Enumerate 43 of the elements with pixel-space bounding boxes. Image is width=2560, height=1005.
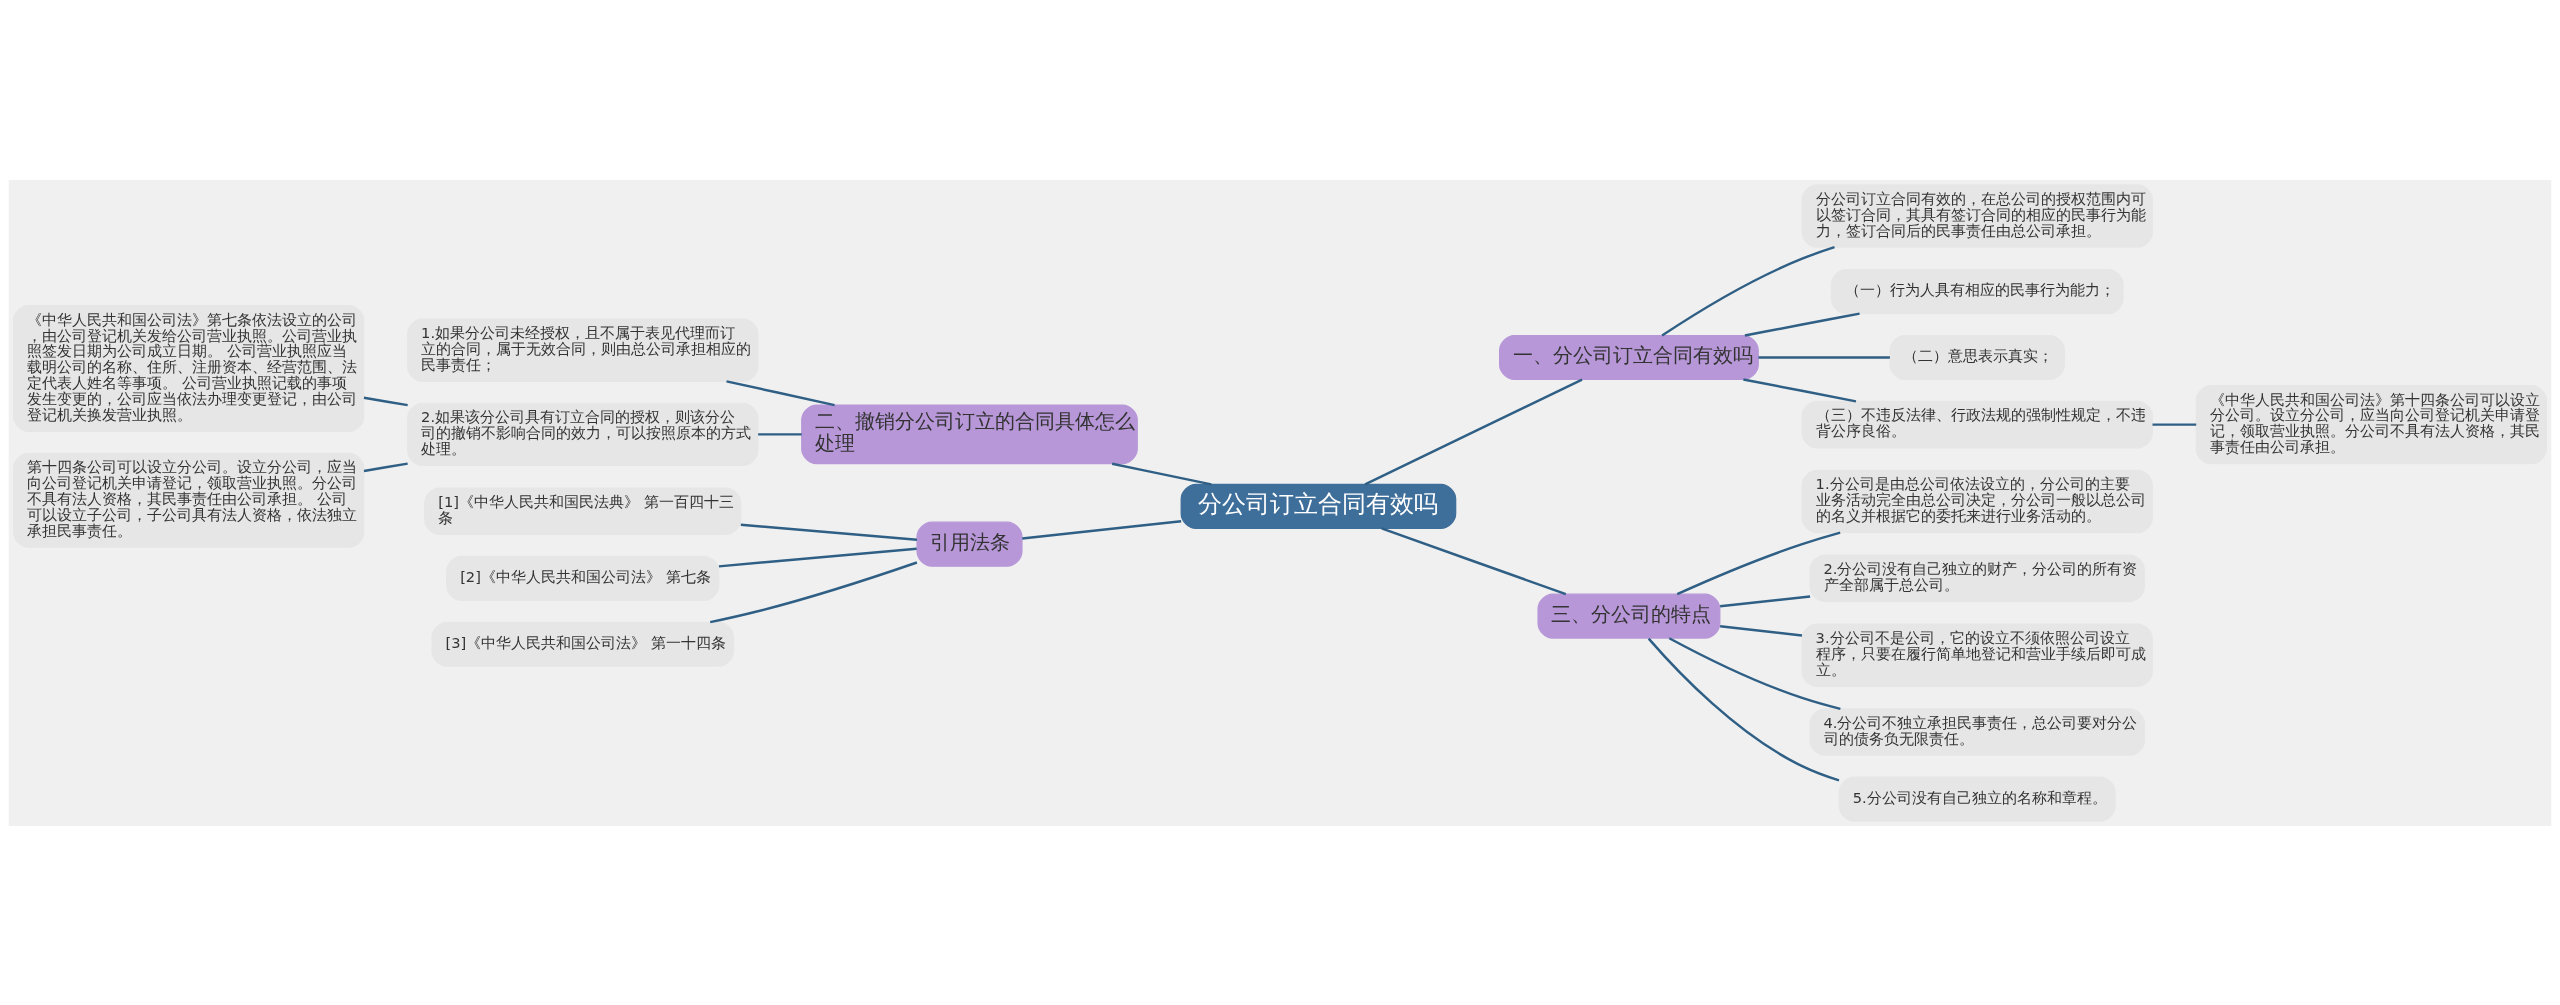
connector	[1364, 377, 1583, 485]
connector	[1381, 526, 1567, 595]
connector	[2152, 422, 2197, 426]
node-box: 《中华人民共和国公司法》第七条依法设立的公司，由公司登记机关发给公司营业执照。公司营业执照签发日期为公司成立日期。 公司营业执照应当载明公司的名称、住所、注册资本、经营范围、法定代表人姓名等事项。 公司营业执照记载的事项发生变更的，公司应当依法办理变更登记，由公司登记机关换发营业执照。	[13, 304, 365, 432]
node-box: （一）行为人具有相应的民事行为能力；	[1830, 268, 2124, 314]
node-box: 5.分公司没有自己独立的名称和章程。	[1838, 776, 2116, 822]
node-box: [2]《中华人民共和国公司法》 第七条	[446, 555, 720, 601]
connector	[718, 547, 917, 568]
node-box: 一、分公司订立合同有效吗	[1499, 334, 1759, 380]
node-box: 1.分公司是由总公司依法设立的，分公司的主要业务活动完全由总公司决定，分公司一般以总公司的名义并根据它的委托来进行业务活动的。	[1801, 469, 2153, 533]
connector	[709, 560, 918, 623]
node-box: 分公司订立合同有效的，在总公司的授权范围内可以签订合同，其具有签订合同的相应的民事行为能力，签订合同后的民事责任由总公司承担。	[1801, 183, 2153, 248]
node-box: （三）不违反法律、行政法规的强制性规定，不违背公序良俗。	[1801, 400, 2153, 448]
node-box: 二、撤销分公司订立的合同具体怎么处理	[801, 403, 1138, 464]
node-box: 三、分公司的特点	[1537, 593, 1721, 639]
connector	[1720, 624, 1803, 637]
connector	[363, 396, 408, 406]
connector	[1668, 636, 1841, 710]
connector	[1647, 637, 1840, 782]
node-box: [1]《中华人民共和国民法典》 第一百四十三条	[424, 486, 742, 535]
node-box: 1.如果分公司未经授权，且不属于表见代理而订立的合同，属于无效合同，则由总公司承担相应的民事责任；	[407, 317, 759, 382]
connector	[758, 432, 802, 436]
connector	[1720, 594, 1811, 608]
connector	[740, 522, 918, 541]
node-box: 4.分公司不独立承担民事责任，总公司要对分公司的债务负无限责任。	[1809, 707, 2145, 756]
node-box: 2.分公司没有自己独立的财产，分公司的所有资产全部属于总公司。	[1809, 554, 2145, 602]
node-box: （二）意思表示真实；	[1889, 334, 2066, 380]
connector	[1744, 311, 1860, 337]
node-box: [3]《中华人民共和国公司法》 第一十四条	[431, 621, 735, 667]
node-box: 2.如果该分公司具有订立合同的授权，则该分公司的撤销不影响合同的效力，可以按照原本的方式处理。	[407, 402, 759, 466]
node-box: 引用法条	[916, 521, 1023, 567]
node-box: 分公司订立合同有效吗	[1180, 483, 1457, 529]
connector	[1022, 519, 1182, 540]
connector	[363, 461, 408, 472]
connector	[1111, 462, 1212, 486]
node-box: 《中华人民共和国公司法》第十四条公司可以设立分公司。设立分公司，应当向公司登记机关申请登记，领取营业执照。分公司不具有法人资格，其民事责任由公司承担。	[2195, 384, 2547, 464]
node-box: 第十四条公司可以设立分公司。设立分公司，应当向公司登记机关申请登记，领取营业执照。分公司不具有法人资格，其民事责任由公司承担。 公司可以设立子公司，子公司具有法人资格，依法独立承担民事责任。	[13, 452, 365, 548]
connector	[1676, 531, 1841, 595]
connector	[1758, 355, 1890, 359]
node-box: 3.分公司不是公司，它的设立不须依照公司设立程序，只要在履行简单地登记和营业手续后即可成立。	[1801, 623, 2153, 687]
connector	[1661, 245, 1835, 337]
connector	[726, 379, 835, 406]
connector	[1743, 377, 1857, 402]
